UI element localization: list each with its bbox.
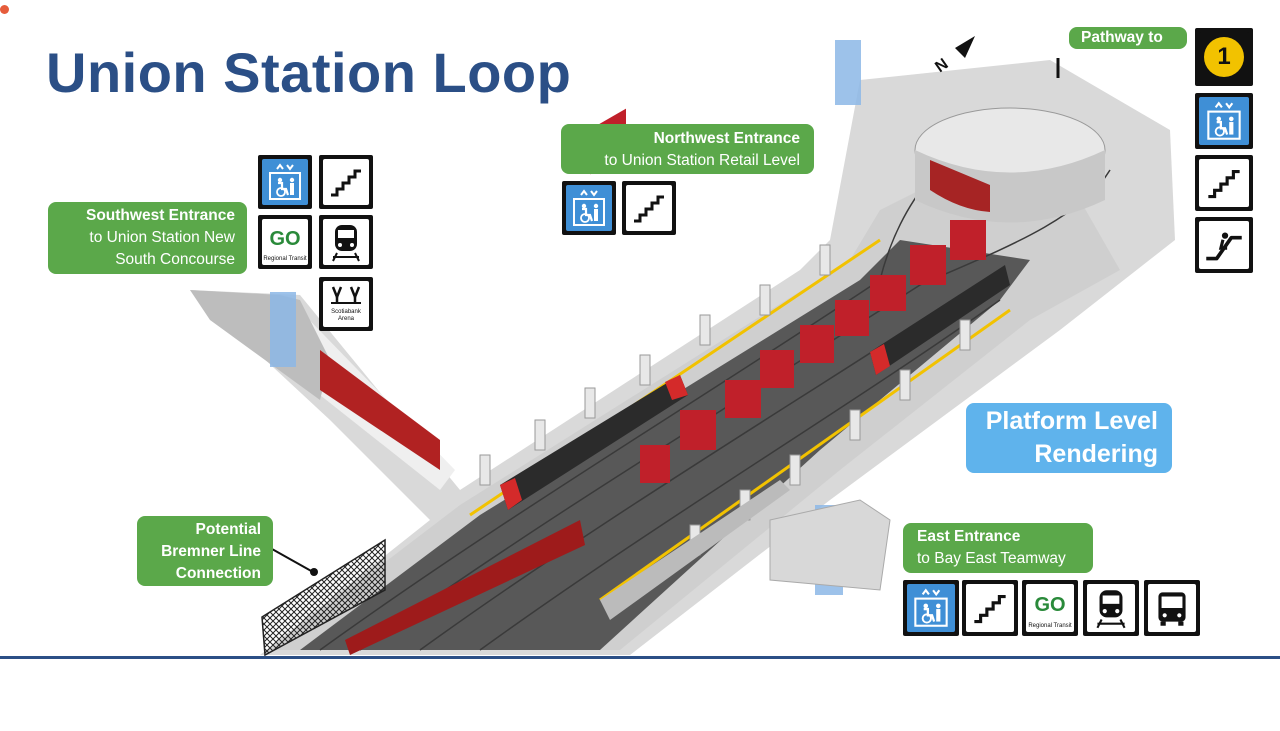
elevator-icon [903, 580, 959, 636]
southwest-entrance-label: Southwest Entrance to Union Station New … [48, 202, 247, 274]
bottom-divider [0, 656, 1280, 659]
go-caption-text: Regional Transit [263, 256, 307, 262]
go-logo-text: GO [1034, 594, 1066, 616]
escalator-icon [1195, 217, 1253, 273]
arena-caption-text: Scotiabank Arena [331, 309, 361, 322]
stairs-icon [962, 580, 1018, 636]
streetcar-right [870, 265, 1010, 375]
line-1-number: 1 [1217, 43, 1231, 70]
stairs-icon [319, 155, 373, 209]
bremner-connection-label: Potential Bremner Line Connection [137, 516, 273, 586]
elevator-icon [562, 181, 616, 235]
stairs-icon [1195, 155, 1253, 211]
northwest-entrance-label: Northwest Entrance to Union Station Reta… [561, 124, 814, 174]
northwest-entrance-subtitle: to Union Station Retail Level [604, 152, 800, 169]
train-icon [319, 215, 373, 269]
southwest-entrance-subtitle-1: to Union Station New [89, 229, 235, 246]
record-indicator-icon [0, 5, 9, 14]
east-entrance-subtitle: to Bay East Teamway [917, 550, 1066, 567]
elevator-icon [1195, 93, 1253, 149]
bus-icon [1144, 580, 1200, 636]
go-transit-icon: GO Regional Transit [1022, 580, 1078, 636]
page-title: Union Station Loop [46, 41, 572, 104]
go-transit-icon: GO Regional Transit [258, 215, 312, 269]
east-entrance-title: East Entrance [917, 528, 1021, 545]
stairs-icon [622, 181, 676, 235]
train-icon [1083, 580, 1139, 636]
southwest-entrance-subtitle-2: South Concourse [115, 251, 235, 268]
northwest-entrance-title: Northwest Entrance [653, 130, 800, 147]
platform-level-label: Platform Level Rendering [966, 403, 1172, 473]
streetcar-left [500, 375, 688, 510]
go-logo-text: GO [269, 228, 301, 250]
elevator-icon [258, 155, 312, 209]
east-entrance-label: East Entrance to Bay East Teamway [903, 523, 1093, 573]
line-1-icon: 1 [1195, 28, 1253, 86]
southwest-entrance-title: Southwest Entrance [86, 207, 235, 224]
go-caption-text: Regional Transit [1028, 623, 1072, 629]
pathway-label: Pathway to [1069, 27, 1187, 49]
scotiabank-arena-icon: Scotiabank Arena [319, 277, 373, 331]
